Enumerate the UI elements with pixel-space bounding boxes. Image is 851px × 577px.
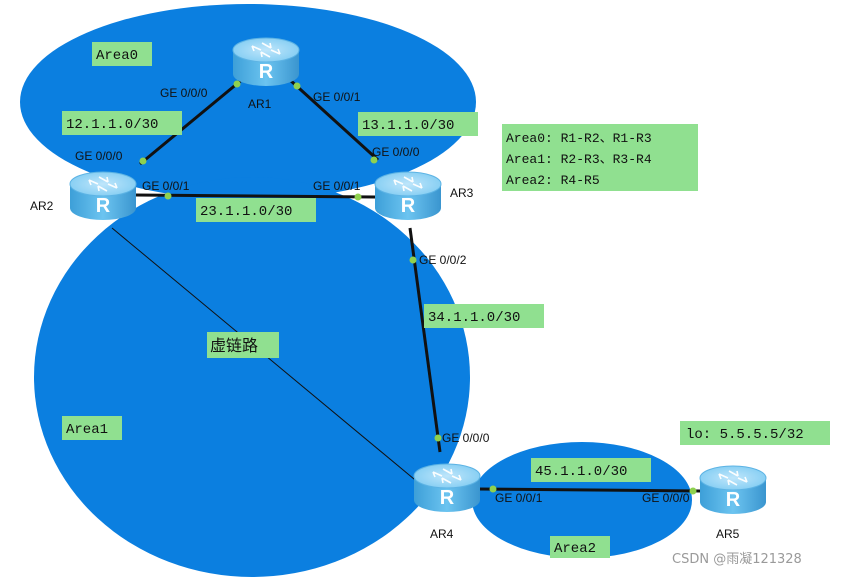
subnet-label-r2-r3: 23.1.1.0/30	[196, 198, 316, 222]
virtual-link-label: 虚链路	[207, 332, 279, 358]
router-ar2[interactable]: R AR2	[30, 171, 137, 221]
svg-text:R: R	[440, 487, 455, 509]
svg-text:13.1.1.0/30: 13.1.1.0/30	[362, 118, 454, 134]
port-label-ar3-ge001: GE 0/0/1	[313, 179, 361, 193]
subnet-label-r1-r3: 13.1.1.0/30	[358, 112, 478, 136]
link-ar3-ar4	[408, 227, 442, 453]
device-label-ar3: AR3	[450, 186, 474, 200]
svg-text:23.1.1.0/30: 23.1.1.0/30	[200, 204, 292, 220]
area1-label: Area1	[62, 416, 122, 440]
svg-text:R: R	[401, 195, 416, 217]
router-icon: R	[374, 171, 442, 221]
port-dot-ar4-ge001	[489, 485, 497, 493]
svg-text:R: R	[96, 195, 111, 217]
router-ar1[interactable]: R AR1	[232, 37, 300, 111]
port-label-ar5-ge000: GE 0/0/0	[642, 491, 690, 505]
router-icon: R	[413, 463, 481, 513]
port-dot-ar3-ge001	[354, 193, 362, 201]
subnet-label-r4-r5: 45.1.1.0/30	[531, 458, 651, 482]
port-label-ar3-ge000: GE 0/0/0	[372, 145, 420, 159]
link-ar1-ar2	[139, 76, 245, 166]
port-dot-ar3-ge000	[370, 156, 378, 164]
port-dot-ar4-ge000	[434, 434, 442, 442]
link-ar1-ar3	[288, 78, 380, 162]
watermark: CSDN @雨凝121328	[672, 551, 802, 567]
svg-text:R: R	[726, 489, 741, 511]
subnet-label-r1-r2: 12.1.1.0/30	[62, 111, 182, 135]
svg-text:Area2: Area2	[554, 541, 596, 557]
summary-line: Area1: R2-R3、R3-R4	[506, 152, 652, 167]
port-dot-ar1-ge000	[233, 80, 241, 88]
svg-text:Area1: Area1	[66, 422, 108, 438]
router-ar4[interactable]: R AR4	[413, 463, 481, 541]
device-label-ar1: AR1	[248, 97, 272, 111]
router-icon: R	[232, 37, 300, 87]
port-label-ar2-ge000: GE 0/0/0	[75, 149, 123, 163]
port-label-ar3-ge002: GE 0/0/2	[419, 253, 467, 267]
port-label-ar2-ge001: GE 0/0/1	[142, 179, 190, 193]
svg-text:R: R	[259, 61, 274, 83]
port-label-ar1-ge000: GE 0/0/0	[160, 86, 208, 100]
subnet-label-r3-r4: 34.1.1.0/30	[424, 304, 544, 328]
svg-text:虚链路: 虚链路	[210, 336, 258, 355]
port-dot-ar3-ge002	[409, 256, 417, 264]
port-label-ar1-ge001: GE 0/0/1	[313, 90, 361, 104]
router-ar3[interactable]: R AR3	[374, 171, 474, 221]
port-dot-ar1-ge001	[293, 82, 301, 90]
area2-label: Area2	[550, 536, 610, 558]
svg-text:12.1.1.0/30: 12.1.1.0/30	[66, 117, 158, 133]
port-dot-ar5-ge000	[689, 487, 697, 495]
loopback-label: lo: 5.5.5.5/32	[680, 421, 830, 445]
svg-text:34.1.1.0/30: 34.1.1.0/30	[428, 310, 520, 326]
router-icon: R	[69, 171, 137, 221]
svg-text:45.1.1.0/30: 45.1.1.0/30	[535, 464, 627, 480]
device-label-ar4: AR4	[430, 527, 454, 541]
device-label-ar5: AR5	[716, 527, 740, 541]
device-label-ar2: AR2	[30, 199, 54, 213]
link-ar2-ar3	[134, 193, 376, 199]
port-label-ar4-ge001: GE 0/0/1	[495, 491, 543, 505]
area1-zone	[34, 177, 470, 577]
link-ar4-ar5	[477, 487, 701, 493]
port-dot-ar2-ge001	[164, 192, 172, 200]
svg-text:Area0: Area0	[96, 48, 138, 64]
port-dot-ar2-ge000	[139, 157, 147, 165]
area0-label: Area0	[92, 42, 152, 66]
router-ar5[interactable]: R AR5	[699, 465, 767, 541]
svg-text:lo: 5.5.5.5/32: lo: 5.5.5.5/32	[686, 427, 804, 443]
port-label-ar4-ge000: GE 0/0/0	[442, 431, 490, 445]
router-icon: R	[699, 465, 767, 515]
summary-line: Area2: R4-R5	[506, 173, 600, 188]
area-summary-box: Area0: R1-R2、R1-R3 Area1: R2-R3、R3-R4 Ar…	[502, 124, 698, 191]
summary-line: Area0: R1-R2、R1-R3	[506, 131, 652, 146]
